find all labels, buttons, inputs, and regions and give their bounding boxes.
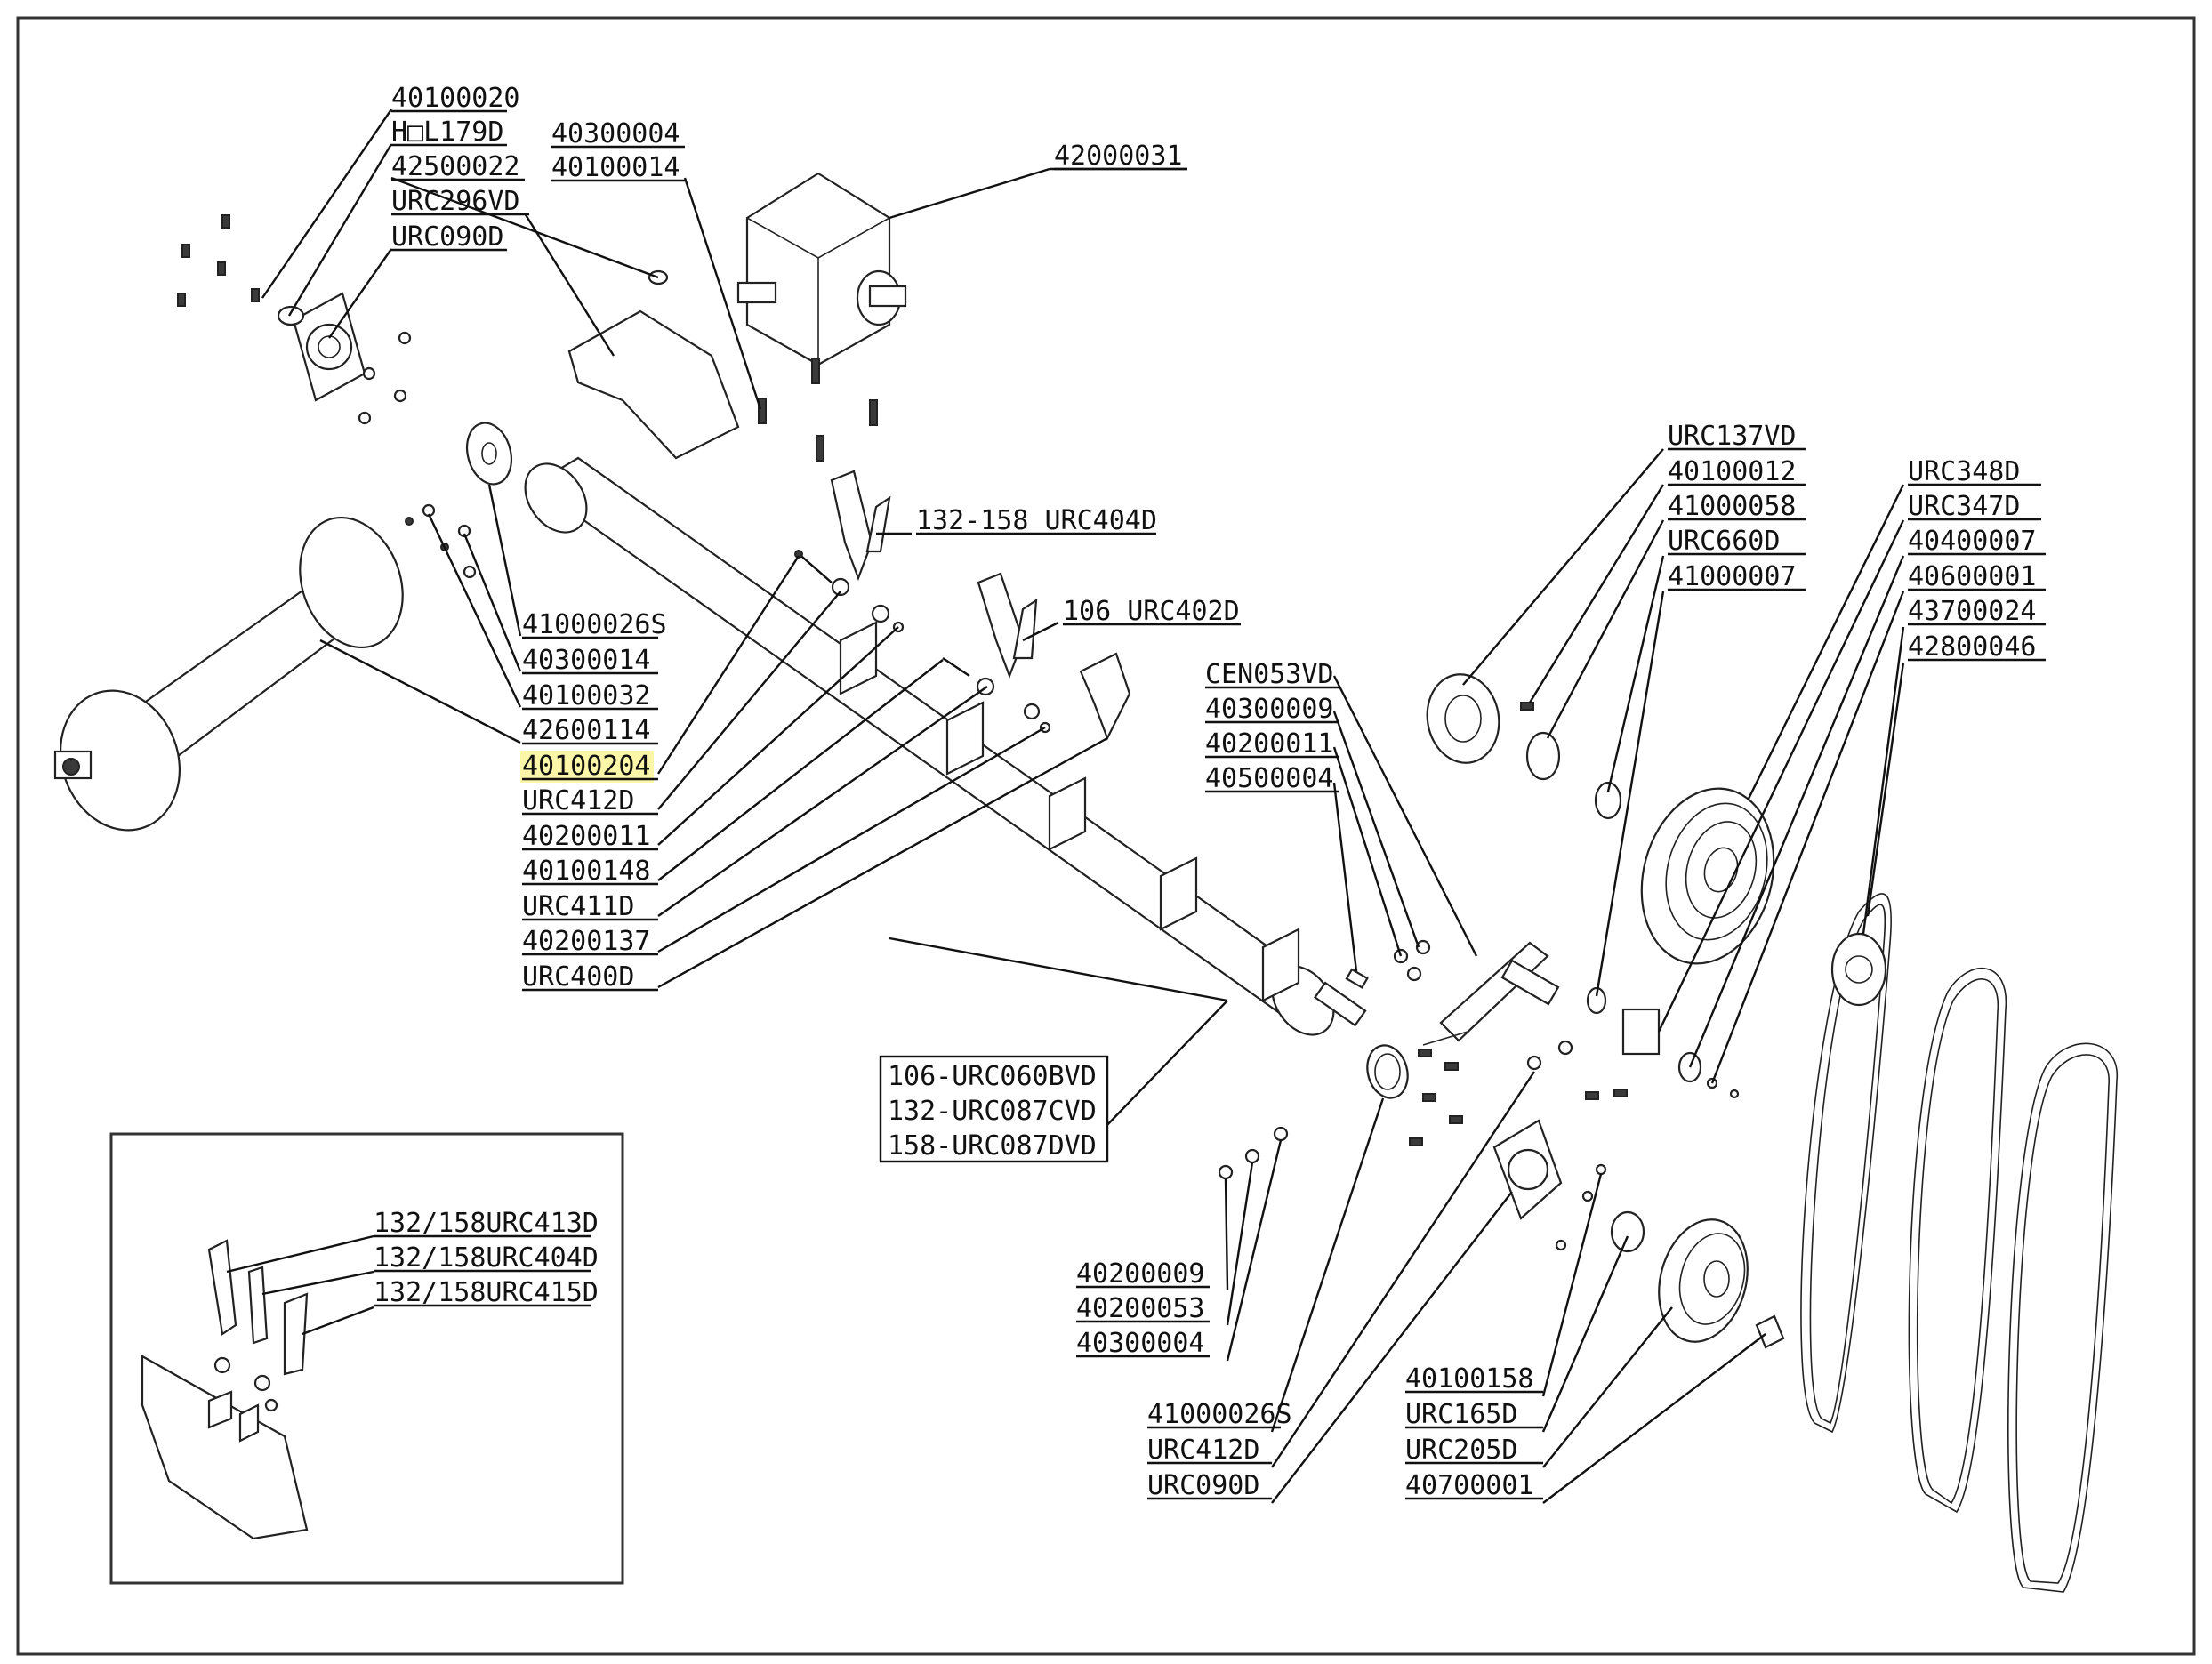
gearbox [736,172,907,462]
parts-drawing [53,172,2118,1593]
label-40300009: 40300009 [1205,694,1334,725]
leader-lines [226,109,1905,1504]
v-belts [1800,893,2118,1593]
guard-cover [567,269,740,460]
bearing-flange-top [177,214,412,425]
label-40100148: 40100148 [522,856,651,887]
label-urc347d: URC347D [1908,491,2020,522]
label-urc205d: URC205D [1405,1435,1517,1466]
part-labels: 40100020 H□L179D 42500022 URC296VD URC09… [374,83,2046,1501]
label-urc090d-top: URC090D [391,221,503,253]
label-hol179d: H□L179D [391,117,503,148]
label-urc296vd: URC296VD [391,186,520,217]
label-inset-urc404d: 132/158URC404D [374,1242,599,1274]
label-inset-urc415d: 132/158URC415D [374,1277,599,1308]
label-40500004: 40500004 [1205,763,1334,794]
tube-variants-box [879,1055,1109,1163]
label-inset-urc413d: 132/158URC413D [374,1208,599,1239]
label-132-158-urc404d: 132-158 URC404D [916,505,1157,536]
label-41000007: 41000007 [1668,561,1797,592]
label-106-urc402d: 106 URC402D [1063,596,1240,627]
label-40100032: 40100032 [522,680,651,711]
pto-shaft [53,516,404,832]
label-40300004-bot: 40300004 [1076,1328,1205,1359]
label-106-urc060bvd: 106-URC060BVD [888,1061,1097,1092]
label-40400007: 40400007 [1908,526,2037,557]
label-40300004-top: 40300004 [551,118,680,149]
rotor-tube [524,456,1367,1036]
label-urc411d: URC411D [522,891,634,922]
washer-left [466,422,512,486]
label-41000026s-left: 41000026S [522,609,667,640]
label-40700001: 40700001 [1405,1470,1534,1501]
label-40100014: 40100014 [551,152,680,183]
label-urc412d-bot: URC412D [1147,1435,1259,1466]
pulley-small [1658,1218,1785,1349]
label-urc348d: URC348D [1908,456,2020,487]
label-40100020: 40100020 [391,83,520,114]
label-42500022: 42500022 [391,151,520,182]
label-158-urc087dvd: 158-URC087DVD [888,1130,1097,1162]
label-urc412d-left: URC412D [522,785,634,816]
label-42000031: 42000031 [1054,141,1183,172]
label-41000026s-bot: 41000026S [1147,1399,1292,1430]
label-cen053vd: CEN053VD [1205,659,1334,690]
label-43700024: 43700024 [1908,596,2037,627]
label-40100012: 40100012 [1668,456,1797,487]
label-40200137: 40200137 [522,926,651,957]
label-urc137vd: URC137VD [1668,421,1797,452]
inset-drawing [141,1239,309,1540]
label-42800046: 42800046 [1908,631,2037,663]
label-132-urc087cvd: 132-URC087CVD [888,1096,1097,1127]
label-urc165d: URC165D [1405,1399,1517,1430]
blades [794,470,1131,741]
highlight-40100204 [520,751,654,783]
label-40100158: 40100158 [1405,1363,1534,1395]
tension-plate [1345,939,1560,1046]
bearing-cover-right [1426,673,1740,1253]
bearing-flange-bottom [1492,1040,1628,1251]
label-40200009: 40200009 [1076,1258,1205,1290]
pulley-large [1640,787,1775,965]
label-40300014: 40300014 [522,645,651,676]
label-urc090d-bot: URC090D [1147,1470,1259,1501]
label-40200011-left: 40200011 [522,821,651,852]
label-41000058: 41000058 [1668,491,1797,522]
label-40200053: 40200053 [1076,1293,1205,1324]
inset-border [109,1132,624,1585]
label-40200011-mid: 40200011 [1205,728,1334,760]
label-40600001: 40600001 [1908,561,2037,592]
tube-brackets [839,621,1300,1002]
label-urc400d: URC400D [522,961,634,993]
label-urc660d: URC660D [1668,526,1780,557]
label-40100204: 40100204 [522,751,651,782]
label-42600114: 42600114 [522,715,651,746]
diagram-border [16,16,2196,1656]
